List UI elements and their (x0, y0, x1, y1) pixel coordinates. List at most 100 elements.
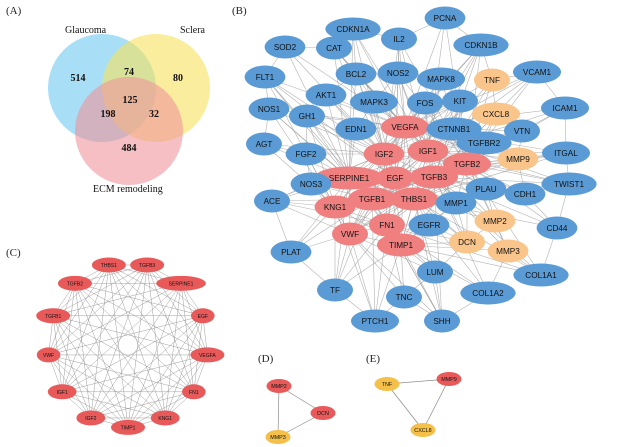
venn-set-ecm: ECM remodeling (93, 184, 163, 195)
network-b-node-vegfa (381, 115, 429, 139)
network-b-node-label-vcam1: VCAM1 (523, 68, 552, 77)
network-b-node-label-tnf: TNF (484, 76, 500, 85)
network-c-edge-thbs1-igf2 (90, 264, 110, 418)
network-c-node-igf1 (47, 384, 77, 400)
network-c-node-label-vegfa: VEGFA (199, 353, 216, 359)
network-c-node-kng1 (150, 410, 180, 426)
network-b-edge-nos2-tgfb2 (397, 72, 468, 165)
network-b-node-serpine1 (314, 166, 384, 190)
network-c-node-igf2 (76, 410, 106, 426)
network-b-node-col1a1 (513, 263, 569, 287)
network-b-node-label-agt: AGT (256, 140, 273, 149)
network-e-edge-mmp9-cxcl8 (422, 378, 450, 431)
network-b-node-label-igf2: IGF2 (375, 150, 394, 159)
network-c-edge-serpine1-timp1 (127, 283, 182, 428)
network-e-node-mmp9 (436, 372, 462, 386)
network-c-edge-kng1-igf1 (62, 391, 166, 419)
network-b-node-label-igf1: IGF1 (419, 147, 438, 156)
venn-region-ecm-only: 484 (122, 143, 137, 154)
network-b-node-label-itgal: ITGAL (554, 149, 578, 158)
network-d-node-mmp2 (266, 379, 292, 393)
network-d-edge-mmp2-mmp3 (277, 385, 280, 438)
network-b-node-label-nos3: NOS3 (300, 180, 323, 189)
network-b-node-label-bcl2: BCL2 (346, 70, 367, 79)
network-b-node-cxcl8 (472, 102, 520, 126)
network-c-edge-egf-tgfb2 (74, 283, 203, 317)
network-c-node-tgfb2 (57, 275, 92, 291)
panel-label-b: (B) (232, 5, 247, 17)
network-c-edge-thbs1-igf1 (61, 264, 110, 392)
network-b-node-label-mapk3: MAPK3 (360, 98, 388, 107)
network-b-node-label-shh: SHH (433, 317, 450, 326)
network-c-node-label-vwf: VWF (43, 353, 54, 359)
network-b-node-label-col1a1: COL1A1 (525, 271, 557, 280)
network-c-edge-fn1-vwf (48, 354, 194, 393)
network-c-edge-tgfb3-vwf (48, 264, 148, 356)
network-b-node-label-edn1: EDN1 (345, 125, 367, 134)
network-b-node-tnc (386, 285, 422, 309)
network-b-node-bcl2 (335, 62, 377, 86)
network-b-node-label-ace: ACE (264, 197, 281, 206)
network-b-node-label-tgfbr2: TGFBR2 (468, 139, 501, 148)
venn-diagram: Glaucoma Sclera ECM remodeling 514 80 48… (48, 25, 210, 195)
network-b-edge-bcl2-igf2 (355, 73, 385, 155)
network-b-node-label-pcna: PCNA (434, 14, 457, 23)
network-c-node-fn1 (182, 384, 206, 400)
network-b-edge-shh-timp1 (400, 244, 443, 322)
network-c-edge-fn1-timp1 (127, 391, 194, 428)
network-b-node-mmp2 (474, 209, 516, 233)
network-c-edge-tgfb3-igf1 (61, 264, 148, 392)
network-b-node-label-serpine1: SERPINE1 (329, 174, 370, 183)
network-b-node-twist1 (541, 172, 597, 196)
network-c-edge-egf-vwf (48, 315, 203, 356)
network-c-node-label-timp1: TIMP1 (121, 425, 136, 431)
network-b-edge-mmp3-tgfb3 (433, 176, 509, 252)
network-b-node-tgfb2 (443, 152, 491, 176)
network-c-edge-thbs1-tgfb1 (53, 264, 110, 316)
network-b-edge-tnc-vwf (349, 233, 405, 298)
network-b-node-fos (407, 91, 443, 115)
network-c-edge-vegfa-tgfb1 (53, 315, 208, 356)
network-b-node-mmp9 (497, 147, 539, 171)
network-b-edge-kng1-vegfa (334, 126, 406, 208)
network-b-node-flt1 (244, 65, 286, 89)
network-b-node-igf1 (407, 139, 449, 163)
network-b-edge-cdkn1a-vegfa (352, 28, 406, 128)
network-b-node-fn1 (369, 213, 405, 237)
network-b-node-tnf (474, 68, 510, 92)
panel-label-e: (E) (366, 353, 380, 365)
network-b-node-fgf2 (285, 142, 327, 166)
network-b-node-egf (377, 166, 413, 190)
network-b-node-nos2 (377, 61, 419, 85)
network-b-edge-thbs1-vegfa (404, 126, 415, 200)
venn-set-sclera: Sclera (180, 25, 206, 36)
network-b-node-mapk3 (350, 90, 398, 114)
network-d-node-label-mmp3: MMP3 (270, 435, 286, 441)
network-c-node-label-kng1: KNG1 (158, 416, 172, 422)
network-b-edge-igf2-nos1 (268, 108, 385, 155)
network-c-edge-igf1-tgfb2 (61, 283, 76, 392)
network-c-edge-tgfb3-vegfa (146, 264, 208, 356)
network-b-node-lum (417, 260, 453, 284)
venn-region-sclera-ecm: 32 (149, 109, 159, 120)
network-b-node-il2 (381, 27, 417, 51)
panel-label-c: (C) (6, 247, 21, 259)
network-c-node-label-serpine1: SERPINE1 (169, 281, 194, 287)
network-b-node-kng1 (314, 195, 356, 219)
network-b-edge-twist1-vegfa (404, 126, 570, 185)
network-b-node-cdh1 (504, 182, 546, 206)
network-b-node-label-tgfb1: TGFB1 (359, 195, 386, 204)
network-b-node-label-cdkn1a: CDKN1A (336, 25, 370, 34)
network-c-edge-vegfa-tgfb2 (74, 283, 208, 356)
venn-region-glaucoma-only: 514 (71, 73, 86, 84)
network-b-node-egfr (408, 213, 450, 237)
network-b-node-label-vwf: VWF (341, 230, 359, 239)
network-c-edge-egf-igf2 (90, 315, 203, 419)
network-e-node-label-mmp9: MMP9 (441, 377, 457, 383)
network-b-edge-ptch1-vwf (349, 233, 376, 322)
network-c-edge-igf2-tgfb2 (74, 283, 92, 418)
network-c-edge-thbs1-vwf (48, 264, 110, 356)
network-b-node-mapk8 (417, 67, 465, 91)
network-b-node-label-dcn: DCN (458, 238, 476, 247)
